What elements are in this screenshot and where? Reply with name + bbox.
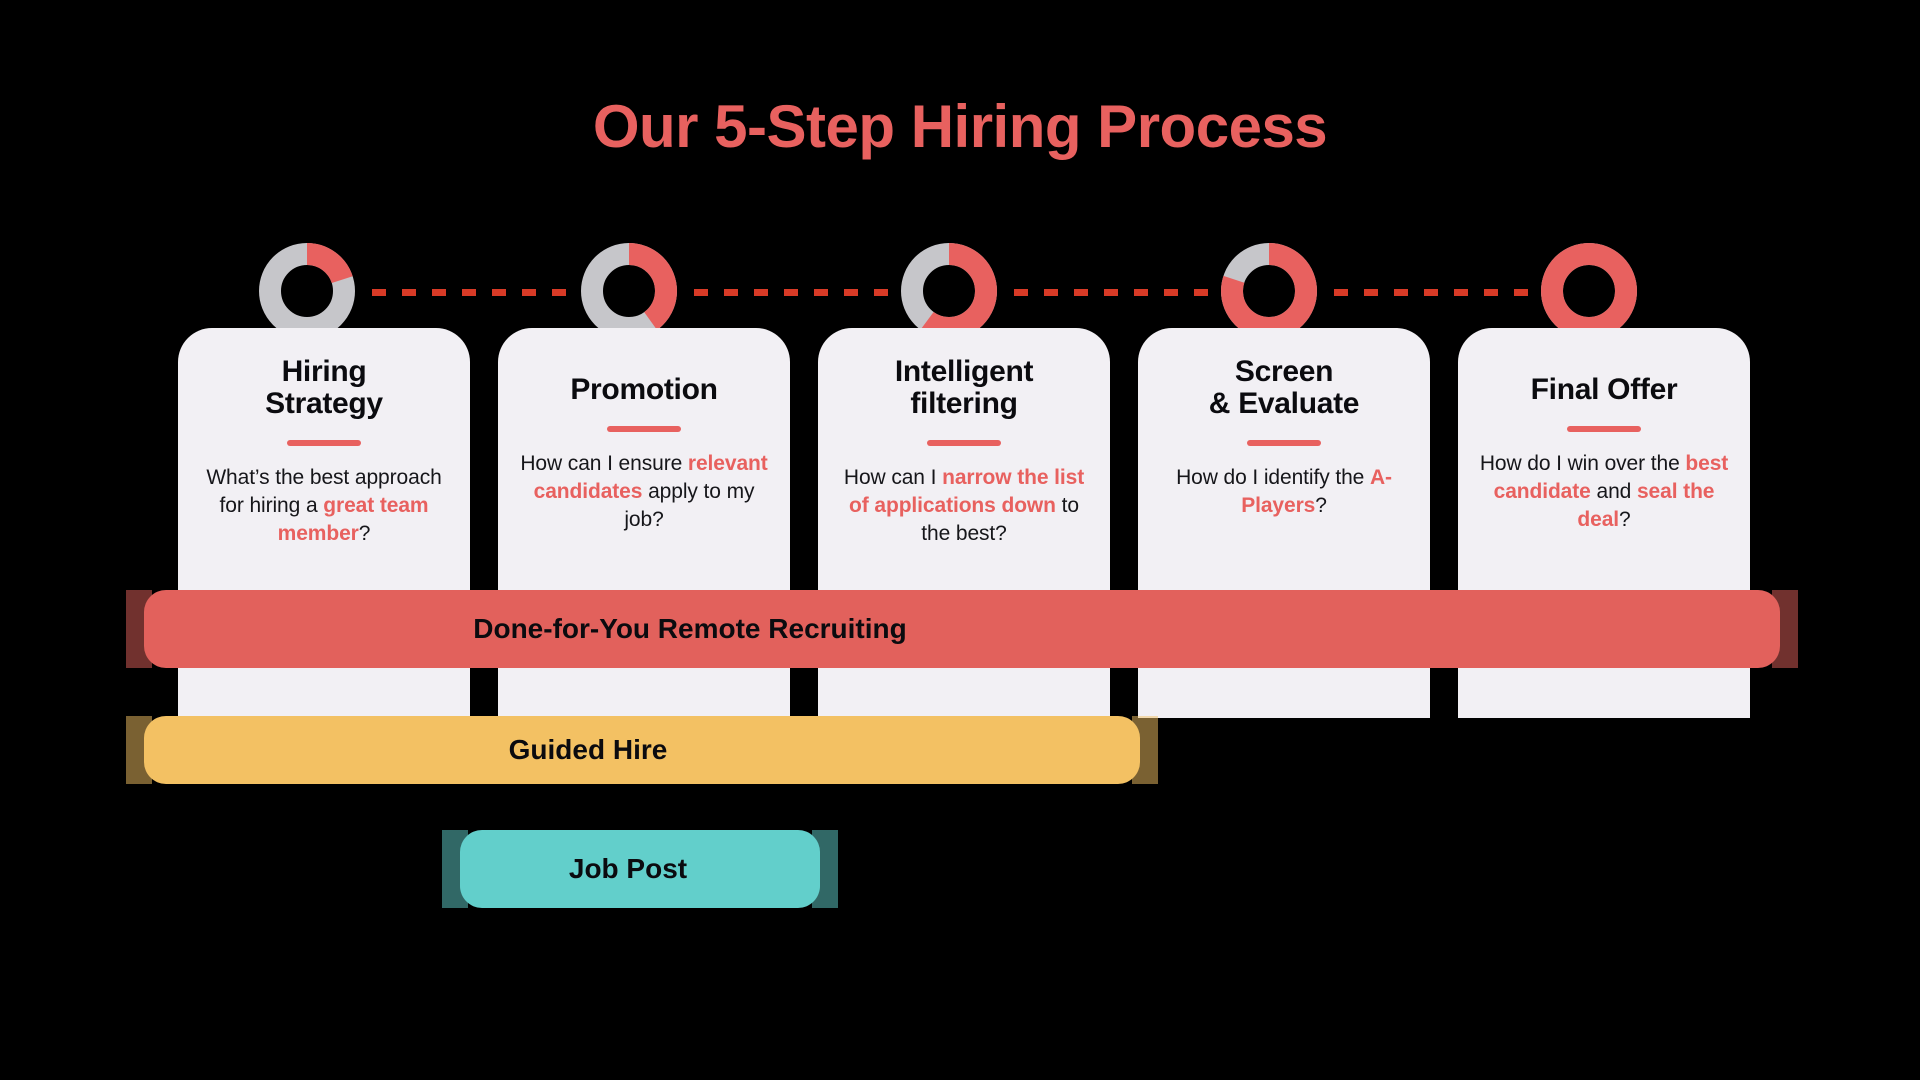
bar-notch-left <box>126 716 152 784</box>
step-card-5-title: Final Offer <box>1530 373 1678 406</box>
step-card-4-title: Screen& Evaluate <box>1208 355 1360 420</box>
bar-notch-left <box>126 590 152 668</box>
page-title: Our 5-Step Hiring Process <box>592 93 1328 160</box>
connector-line-4 <box>1334 289 1548 296</box>
step-card-5-divider <box>1567 425 1641 432</box>
step-card-1-divider <box>287 439 361 446</box>
step-card-2-body: How can I ensure relevant candidates app… <box>520 451 768 532</box>
step-card-3-body: How can I narrow the list of application… <box>843 465 1085 545</box>
step-card-4-divider <box>1247 439 1321 446</box>
bar-notch-left <box>442 830 468 908</box>
step-card-5-body: How do I win over the best candidate and… <box>1479 451 1729 532</box>
bar-notch-right <box>1132 716 1158 784</box>
bar-notch-right <box>812 830 838 908</box>
progress-ring-step-4 <box>1220 242 1318 340</box>
service-bar-done-for-you-label: Done-for-You Remote Recruiting <box>473 613 907 644</box>
footer-logos: DYNAMITE JOBS ® REMOTE FIRSTRECRUITING f… <box>0 910 1920 1080</box>
service-bar-guided-hire[interactable]: Guided Hire <box>126 716 1158 784</box>
service-bar-done-for-you[interactable]: Done-for-You Remote Recruiting <box>126 590 1798 668</box>
step-card-3-divider <box>927 439 1001 446</box>
connector-line-1 <box>372 289 586 296</box>
bar-notch-right <box>1772 590 1798 668</box>
step-card-4-body: How do I identify the A-Players? <box>1176 465 1392 517</box>
step-card-1-body: What’s the best approach for hiring a gr… <box>206 465 442 545</box>
service-bar-guided-hire-label: Guided Hire <box>508 734 668 765</box>
progress-ring-step-2 <box>580 242 678 340</box>
progress-ring-step-1 <box>258 242 356 340</box>
step-card-2-divider <box>607 425 681 432</box>
progress-ring-step-5 <box>1540 242 1638 340</box>
service-bar-job-post[interactable]: Job Post <box>442 830 838 908</box>
step-card-2-title: Promotion <box>570 373 718 406</box>
connector-line-3 <box>1014 289 1228 296</box>
progress-ring-step-3 <box>900 242 998 340</box>
service-bar-job-post-label: Job Post <box>568 853 688 884</box>
connector-line-2 <box>694 289 908 296</box>
